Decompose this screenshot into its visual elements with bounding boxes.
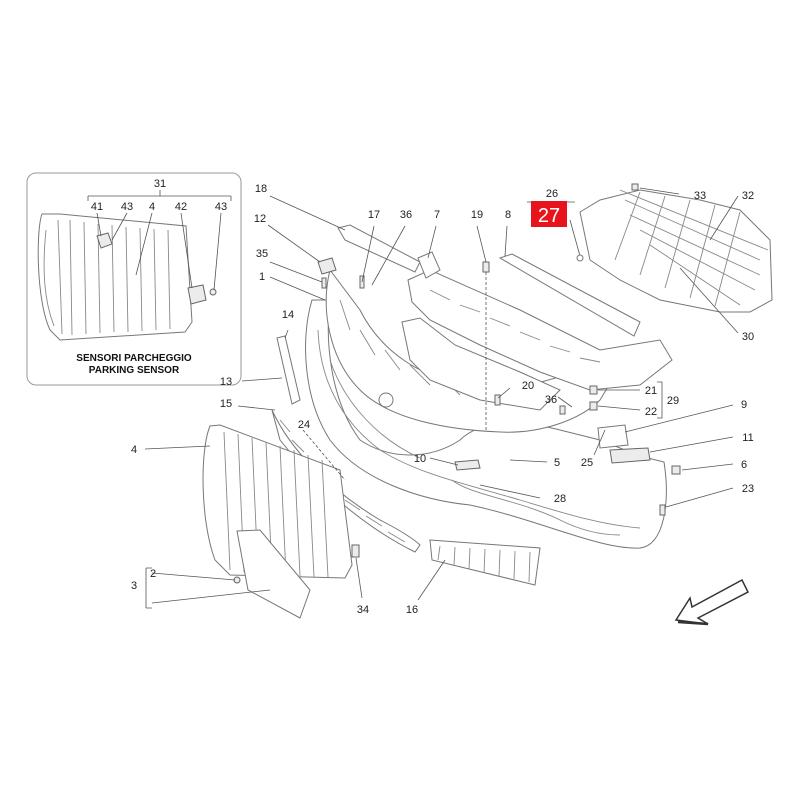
- license-plate-bracket-3: [233, 529, 311, 619]
- inset-grille: [37, 213, 193, 341]
- callout-33[interactable]: 33: [694, 190, 706, 202]
- screw-22: [589, 401, 598, 411]
- callout-6[interactable]: 6: [741, 459, 747, 471]
- screw-23: [659, 504, 666, 516]
- callout-23[interactable]: 23: [742, 483, 754, 495]
- callout-1[interactable]: 1: [259, 271, 265, 283]
- callout-25[interactable]: 25: [581, 457, 593, 469]
- highlight-box: [531, 201, 567, 227]
- screw-19: [482, 261, 490, 273]
- arrow-down-left-icon: [674, 578, 750, 626]
- callout-16[interactable]: 16: [406, 604, 418, 616]
- bracket-12: [317, 257, 337, 275]
- callout-35[interactable]: 35: [256, 248, 268, 260]
- callout-21[interactable]: 21: [645, 385, 657, 397]
- callout-30[interactable]: 30: [742, 331, 754, 343]
- screw-21: [589, 385, 598, 395]
- lower-center-grille-16: [429, 539, 541, 586]
- callout-19[interactable]: 19: [471, 209, 483, 221]
- callout-32[interactable]: 32: [742, 190, 754, 202]
- callout-14[interactable]: 14: [282, 309, 294, 321]
- bracket-25: [597, 424, 629, 449]
- callout-24[interactable]: 24: [298, 419, 310, 431]
- clip-11: [609, 447, 651, 464]
- inset-callout-4[interactable]: 4: [149, 201, 155, 213]
- callout-8[interactable]: 8: [505, 209, 511, 221]
- callout-labels: 18 12 35 1 17 36 7 19 8 14 13 15 24 4 2 …: [131, 183, 754, 616]
- reinforcement-beam: [401, 269, 673, 411]
- callout-36-mid[interactable]: 36: [545, 394, 557, 406]
- screw-20: [494, 394, 501, 406]
- callout-5[interactable]: 5: [554, 457, 560, 469]
- callout-20[interactable]: 20: [522, 380, 534, 392]
- side-trim-14: [276, 335, 301, 405]
- parking-sensor-inset: 31 41 43 4 42 43 SENSORI PARCHEGGIO PARK…: [26, 172, 242, 386]
- absorber-bracket-18: [337, 224, 421, 273]
- absorber-8: [498, 253, 641, 337]
- callout-4[interactable]: 4: [131, 444, 137, 456]
- inset-callout-43-right[interactable]: 43: [215, 201, 227, 213]
- callout-15[interactable]: 15: [220, 398, 232, 410]
- clip-34: [351, 544, 360, 558]
- callout-17[interactable]: 17: [368, 209, 380, 221]
- callout-22[interactable]: 22: [645, 406, 657, 418]
- inset-caption-line1: SENSORI PARCHEGGIO: [76, 353, 192, 364]
- screw-6: [671, 465, 681, 475]
- callout-12[interactable]: 12: [254, 213, 266, 225]
- logo-mount-circle: [378, 392, 394, 408]
- inset-callout-43-left[interactable]: 43: [121, 201, 133, 213]
- inset-caption-line2: PARKING SENSOR: [89, 365, 180, 376]
- callout-7[interactable]: 7: [434, 209, 440, 221]
- callout-18[interactable]: 18: [255, 183, 267, 195]
- callout-10[interactable]: 10: [414, 453, 426, 465]
- inset-sensor-left: [96, 232, 113, 249]
- clip-10: [454, 459, 481, 471]
- callout-3[interactable]: 3: [131, 580, 137, 592]
- inset-callout-41[interactable]: 41: [91, 201, 103, 213]
- bumper-cover: [305, 299, 667, 549]
- callout-29[interactable]: 29: [667, 395, 679, 407]
- callout-26[interactable]: 26: [546, 188, 558, 200]
- callout-2[interactable]: 2: [150, 568, 156, 580]
- callout-13[interactable]: 13: [220, 376, 232, 388]
- callout-36-top[interactable]: 36: [400, 209, 412, 221]
- upper-grille-32: [579, 189, 773, 313]
- bracket-7: [417, 251, 441, 279]
- highlighted-callout-27[interactable]: 27: [531, 201, 567, 227]
- callout-31[interactable]: 31: [154, 178, 166, 190]
- inset-callout-42[interactable]: 42: [175, 201, 187, 213]
- callout-11[interactable]: 11: [742, 432, 753, 444]
- screw-35: [321, 277, 327, 289]
- callout-9[interactable]: 9: [741, 399, 747, 411]
- inset-sensor-right: [187, 284, 217, 305]
- leader-lines: [144, 187, 739, 609]
- screw-36: [559, 405, 566, 415]
- callout-27[interactable]: 27: [538, 205, 560, 227]
- callout-34[interactable]: 34: [357, 604, 369, 616]
- callout-28[interactable]: 28: [554, 493, 566, 505]
- screw-33: [631, 183, 639, 191]
